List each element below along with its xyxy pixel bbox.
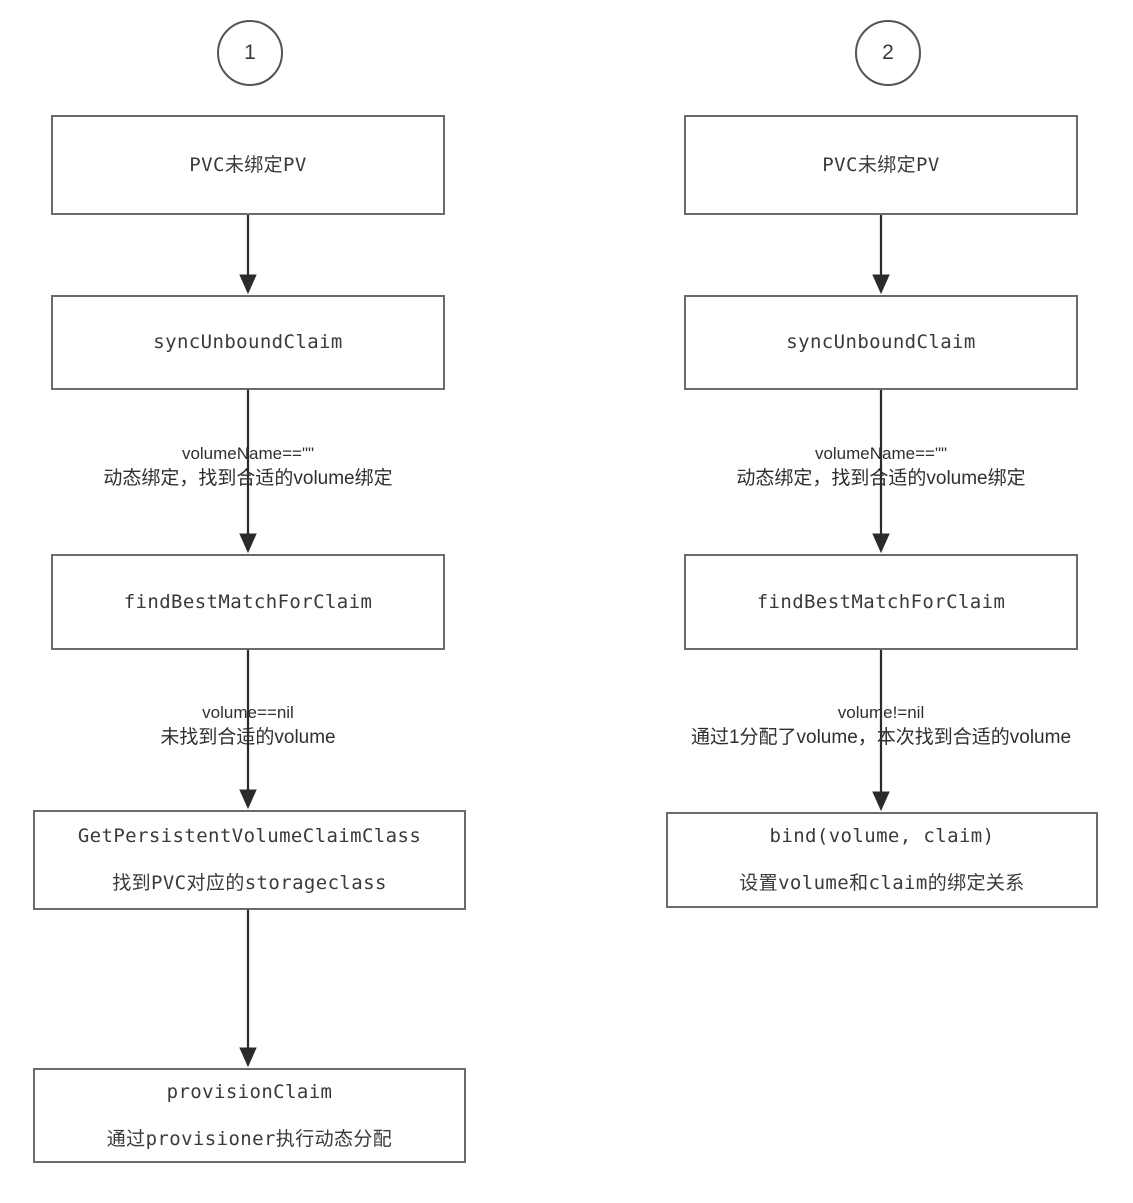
node-pvc-unbound-2[interactable]: PVC未绑定PV bbox=[684, 115, 1078, 215]
node-provision-claim[interactable]: provisionClaim 通过provisioner执行动态分配 bbox=[33, 1068, 466, 1163]
edge-label-volume-not-nil-2-line2: 通过1分配了volume，本次找到合适的volume bbox=[690, 726, 1072, 748]
node-pvc-unbound-1[interactable]: PVC未绑定PV bbox=[51, 115, 445, 215]
node-find-best-match-2[interactable]: findBestMatchForClaim bbox=[684, 554, 1078, 650]
node-get-persistent-volume-claim-class-line1: GetPersistentVolumeClaimClass bbox=[77, 825, 422, 848]
node-bind-volume-claim-line1: bind(volume, claim) bbox=[769, 825, 995, 848]
edge-label-volume-nil-1-line2: 未找到合适的volume bbox=[160, 726, 336, 748]
start-marker-2: 2 bbox=[855, 20, 921, 86]
node-get-persistent-volume-claim-class[interactable]: GetPersistentVolumeClaimClass 找到PVC对应的st… bbox=[33, 810, 466, 910]
node-find-best-match-1-line1: findBestMatchForClaim bbox=[123, 590, 373, 613]
node-bind-volume-claim-line2: 设置volume和claim的绑定关系 bbox=[739, 872, 1025, 894]
edge-label-volume-name-empty-2-line1: volumeName=="" bbox=[814, 444, 948, 463]
edge-label-volume-name-empty-1-line1: volumeName=="" bbox=[181, 444, 315, 463]
edge-label-volume-not-nil-2: volume!=nil 通过1分配了volume，本次找到合适的volume bbox=[641, 702, 1121, 751]
edge-label-volume-nil-1-line1: volume==nil bbox=[202, 703, 294, 722]
edge-label-volume-name-empty-2-line2: 动态绑定，找到合适的volume绑定 bbox=[736, 467, 1026, 489]
node-provision-claim-line2: 通过provisioner执行动态分配 bbox=[106, 1127, 393, 1150]
node-bind-volume-claim[interactable]: bind(volume, claim) 设置volume和claim的绑定关系 bbox=[666, 812, 1098, 908]
node-sync-unbound-claim-2[interactable]: syncUnboundClaim bbox=[684, 295, 1078, 390]
edge-label-volume-name-empty-1-line2: 动态绑定，找到合适的volume绑定 bbox=[103, 467, 393, 489]
edge-label-volume-not-nil-2-line1: volume!=nil bbox=[837, 703, 925, 722]
edge-label-volume-name-empty-1: volumeName=="" 动态绑定，找到合适的volume绑定 bbox=[48, 443, 448, 492]
node-sync-unbound-claim-1-line1: syncUnboundClaim bbox=[153, 331, 343, 354]
start-marker-1: 1 bbox=[217, 20, 283, 86]
edge-label-volume-name-empty-2: volumeName=="" 动态绑定，找到合适的volume绑定 bbox=[681, 443, 1081, 492]
node-pvc-unbound-1-line1: PVC未绑定PV bbox=[189, 153, 307, 176]
node-find-best-match-2-line1: findBestMatchForClaim bbox=[756, 590, 1006, 613]
node-sync-unbound-claim-2-line1: syncUnboundClaim bbox=[786, 331, 976, 354]
edge-label-volume-nil-1: volume==nil 未找到合适的volume bbox=[48, 702, 448, 751]
node-provision-claim-line1: provisionClaim bbox=[166, 1080, 333, 1103]
start-marker-1-label: 1 bbox=[244, 41, 256, 64]
node-get-persistent-volume-claim-class-line2: 找到PVC对应的storageclass bbox=[112, 872, 387, 894]
node-sync-unbound-claim-1[interactable]: syncUnboundClaim bbox=[51, 295, 445, 390]
node-find-best-match-1[interactable]: findBestMatchForClaim bbox=[51, 554, 445, 650]
start-marker-2-label: 2 bbox=[882, 41, 894, 64]
node-pvc-unbound-2-line1: PVC未绑定PV bbox=[822, 153, 940, 176]
